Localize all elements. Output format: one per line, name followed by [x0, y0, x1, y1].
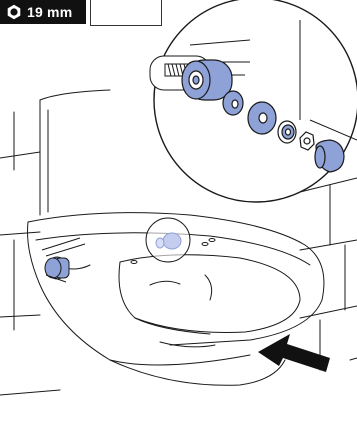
washer-medium — [278, 121, 296, 143]
detail-magnifier — [150, 0, 357, 202]
cover-cap — [315, 140, 344, 172]
push-arrow-icon — [258, 334, 330, 372]
washer-small — [223, 91, 243, 115]
bushing-sleeve — [182, 60, 232, 100]
left-fixing-bolt — [42, 238, 85, 282]
mounting-hole-highlight — [146, 218, 190, 262]
washer-large — [248, 102, 276, 134]
